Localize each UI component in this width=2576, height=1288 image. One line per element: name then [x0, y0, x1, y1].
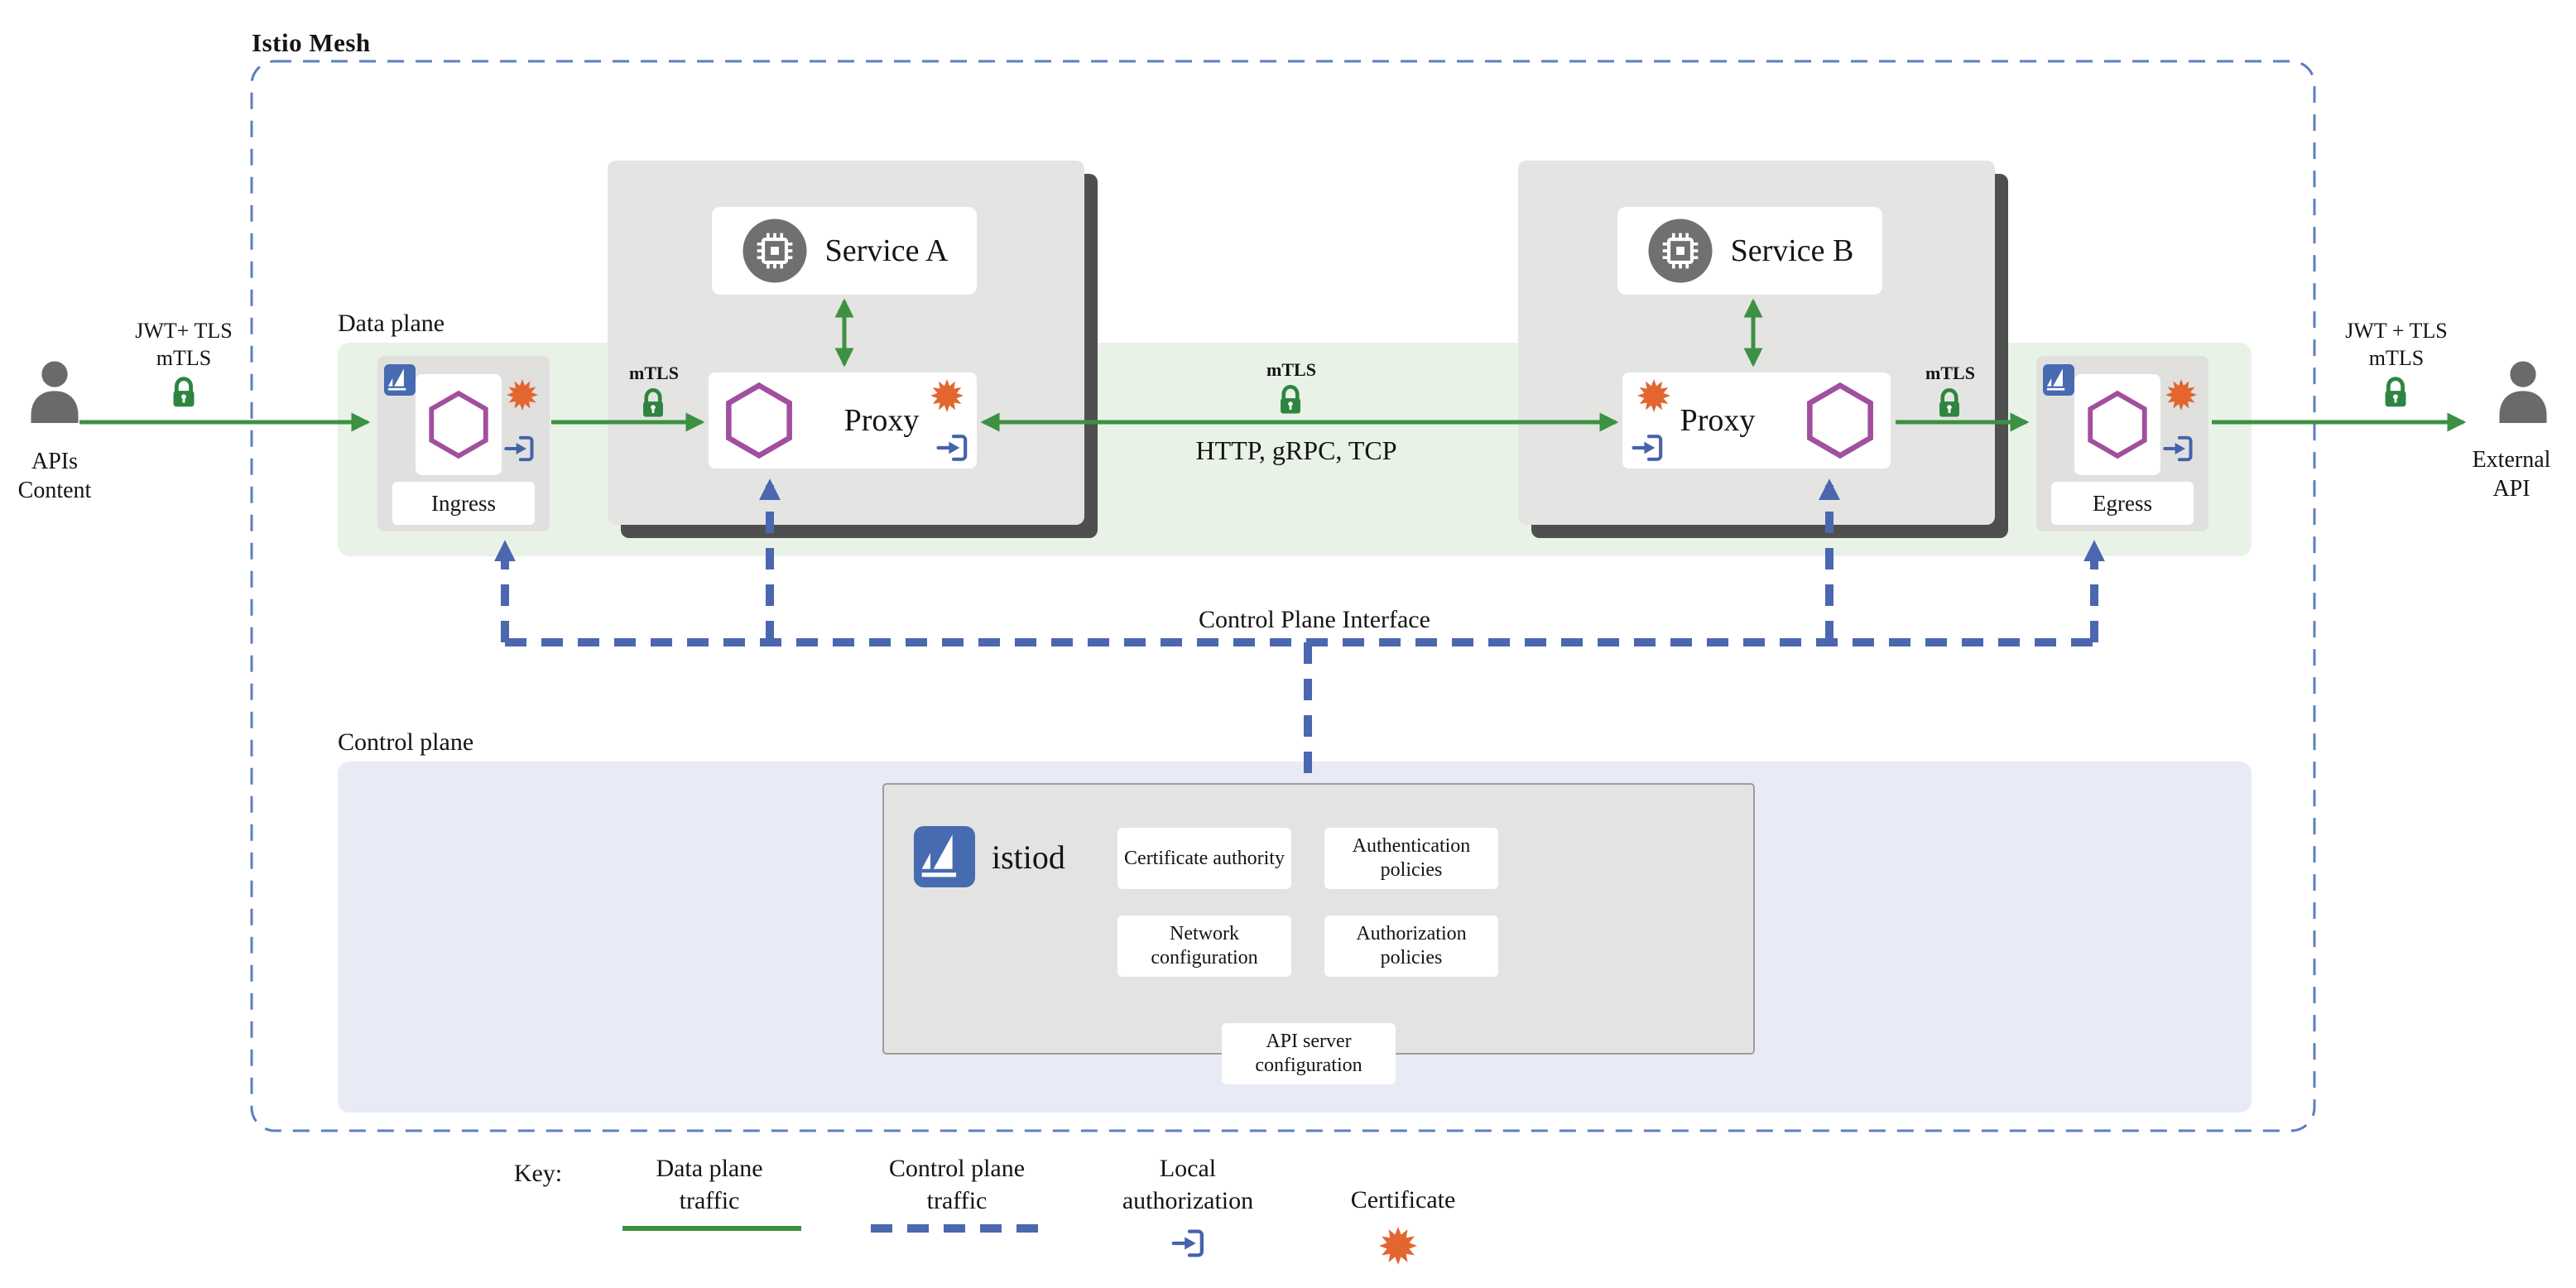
envoy-proxy-hexagon-icon: [720, 382, 798, 459]
ingress-label: Ingress: [392, 482, 535, 525]
mtls-b-label: mTLS: [1925, 363, 1975, 383]
service-a-box: Service A: [712, 207, 977, 295]
right-actor-line2: API: [2492, 476, 2530, 502]
right-actor-line1: External: [2472, 447, 2551, 473]
protocols-label: HTTP, gRPC, TCP: [1195, 435, 1397, 465]
cert-authority-chip: Certificate authority: [1117, 828, 1291, 889]
key-control-traffic-label: Control plane traffic: [888, 1155, 1026, 1214]
istiod-label: istiod: [992, 839, 1065, 876]
network-configuration-chip: Network configuration: [1117, 916, 1291, 977]
service-b-label: Service B: [1730, 233, 1854, 268]
envoy-proxy-hexagon-icon: [1801, 382, 1879, 459]
mtls-lock-icon: [2376, 372, 2415, 412]
service-a-label: Service A: [824, 233, 949, 268]
istiod-box: [882, 783, 1755, 1055]
left-jwt-label: JWT+ TLS mTLS: [108, 318, 260, 372]
egress-proxy-box: [2074, 374, 2160, 475]
service-b-box: Service B: [1617, 207, 1882, 295]
mtls-lock-icon: [634, 384, 672, 422]
envoy-proxy-hexagon-icon: [2083, 390, 2152, 459]
left-mtls-line: mTLS: [156, 345, 212, 370]
certificate-icon: [507, 379, 538, 411]
key-data-traffic-label: Data plane traffic: [656, 1155, 763, 1214]
data-plane-label: Data plane: [338, 310, 445, 337]
control-plane-label: Control plane: [338, 728, 474, 756]
certificate-icon: [1379, 1227, 1417, 1265]
istio-sail-icon: [384, 364, 416, 396]
key-certificate-label: Certificate: [1350, 1186, 1456, 1214]
egress-label: Egress: [2051, 482, 2194, 525]
ingress-proxy-box: [416, 374, 502, 475]
right-jwt-line: JWT + TLS: [2345, 319, 2448, 343]
right-mtls-line: mTLS: [2368, 345, 2425, 370]
certificate-icon: [1637, 379, 1670, 412]
mtls-lock-icon: [1271, 381, 1310, 419]
mtls-lock-icon: [164, 372, 204, 412]
person-icon: [2485, 356, 2561, 432]
service-chip-icon: [741, 217, 809, 285]
mtls-a-label: mTLS: [629, 363, 679, 383]
left-actor-label: APIs Content: [0, 447, 109, 505]
mesh-title: Istio Mesh: [252, 28, 371, 57]
local-authorization-icon: [1629, 429, 1667, 467]
left-actor-line2: Content: [17, 478, 92, 503]
authorization-policies-chip: Authorization policies: [1324, 916, 1498, 977]
certificate-icon: [2165, 379, 2197, 411]
mtls-center-label: mTLS: [1266, 359, 1316, 380]
authentication-policies-chip: Authentication policies: [1324, 828, 1498, 889]
local-authorization-icon: [934, 429, 972, 467]
api-server-configuration-chip: API server configuration: [1222, 1023, 1396, 1084]
envoy-proxy-hexagon-icon: [424, 390, 493, 459]
key-local-auth-label: Local authorization: [1122, 1155, 1254, 1214]
left-actor-line1: APIs: [31, 449, 78, 474]
istio-sail-icon: [2043, 364, 2074, 396]
key-label: Key:: [513, 1160, 563, 1187]
local-authorization-icon: [1169, 1223, 1209, 1263]
left-jwt-line: JWT+ TLS: [135, 319, 233, 343]
mtls-lock-icon: [1930, 384, 1968, 422]
person-icon: [17, 356, 93, 432]
service-chip-icon: [1646, 217, 1714, 285]
istio-sail-icon: [914, 826, 975, 887]
control-plane-interface-label: Control Plane Interface: [1199, 606, 1430, 633]
local-authorization-icon: [2160, 430, 2197, 467]
local-authorization-icon: [502, 430, 538, 467]
certificate-icon: [930, 379, 964, 412]
right-actor-label: External API: [2447, 445, 2576, 503]
right-jwt-label: JWT + TLS mTLS: [2318, 318, 2475, 372]
